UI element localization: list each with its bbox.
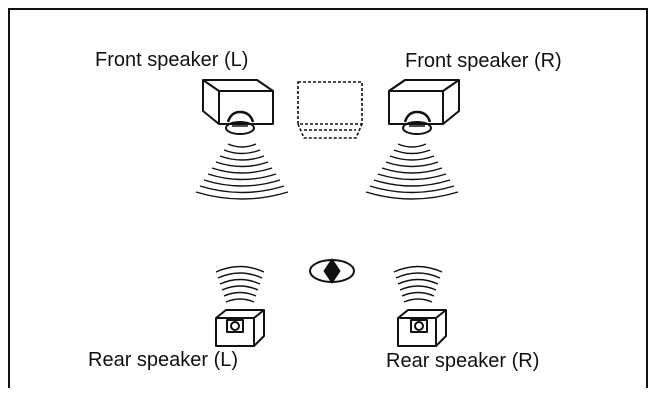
- front-right-sound-waves-icon: [365, 143, 459, 200]
- center-speaker-icon: [297, 81, 363, 139]
- rear-left-speaker-icon: [215, 309, 265, 347]
- diagram-frame: [8, 8, 648, 388]
- front-left-speaker-label: Front speaker (L): [95, 49, 249, 71]
- front-left-speaker-icon: [202, 79, 274, 135]
- front-right-speaker-label: Front speaker (R): [405, 50, 562, 72]
- front-left-sound-waves-icon: [195, 143, 289, 200]
- rear-left-sound-waves-icon: [215, 265, 265, 303]
- rear-right-speaker-icon: [397, 309, 447, 347]
- rear-right-speaker-label: Rear speaker (R): [386, 350, 540, 372]
- rear-right-sound-waves-icon: [393, 265, 443, 303]
- rear-left-speaker-label: Rear speaker (L): [88, 349, 239, 371]
- listener-icon: [309, 258, 355, 284]
- front-right-speaker-icon: [388, 79, 460, 135]
